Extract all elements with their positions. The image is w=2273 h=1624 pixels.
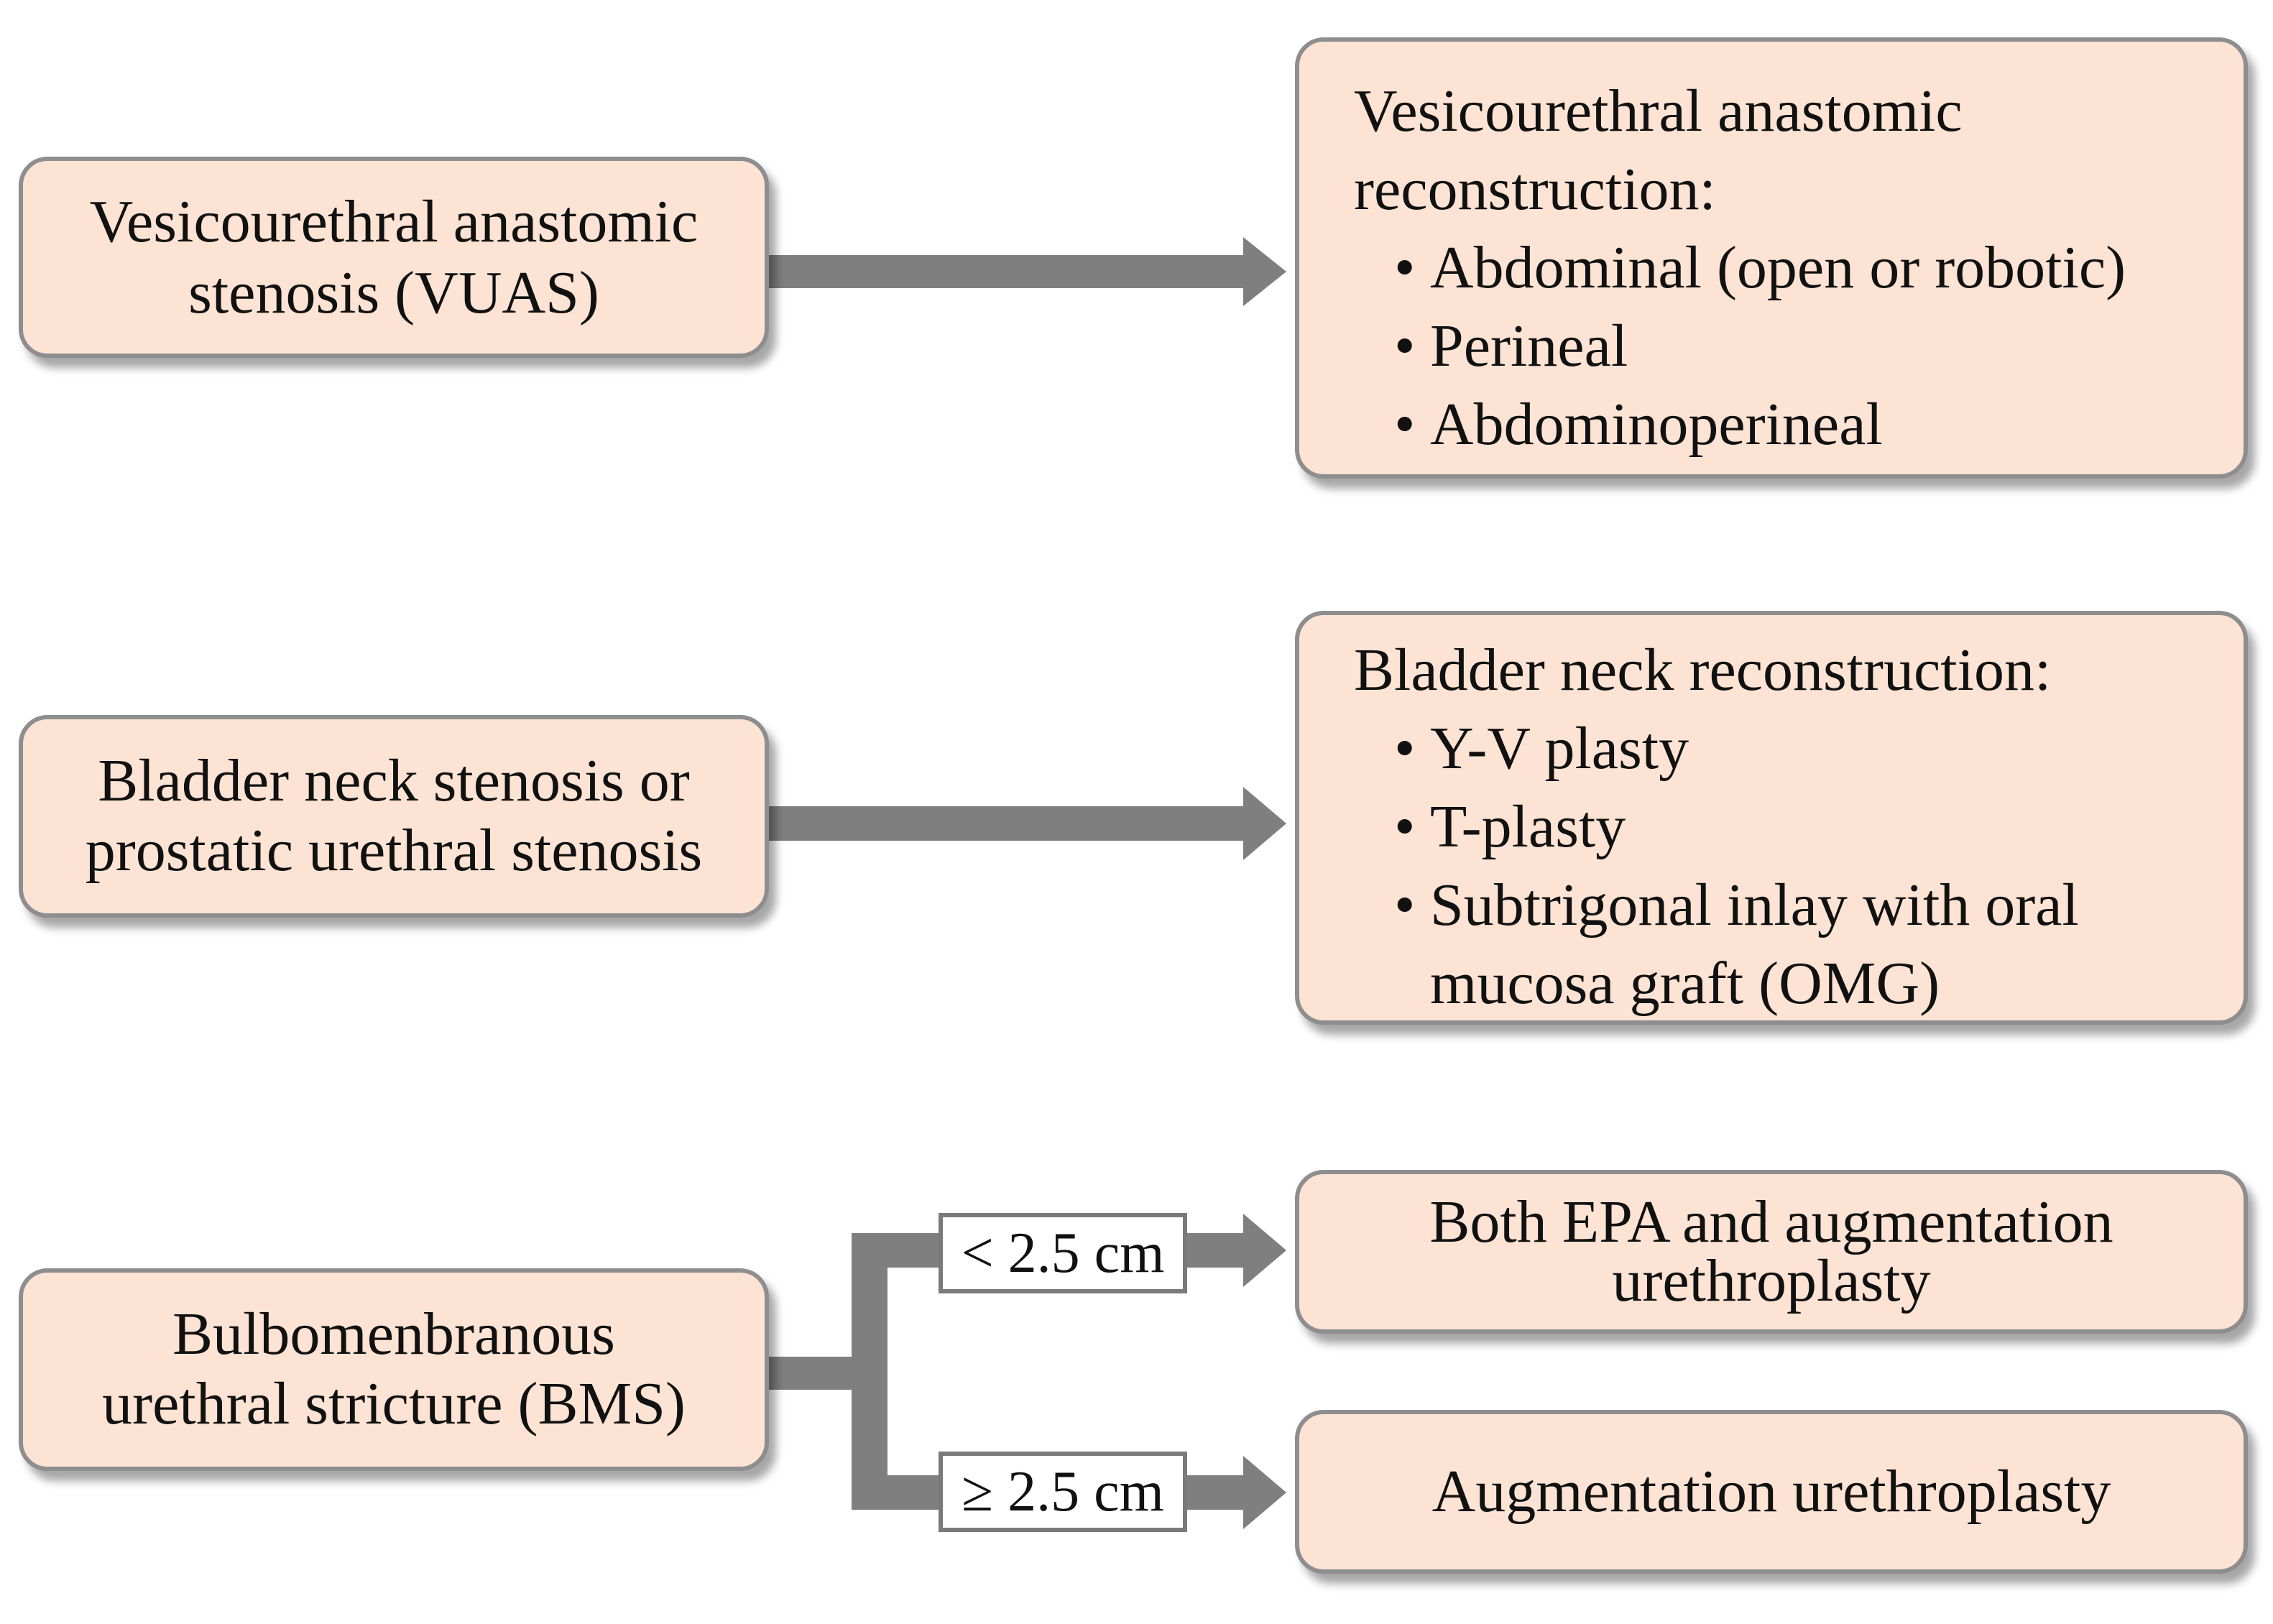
bms-long-treatment-box: Augmentation urethroplasty <box>1295 1410 2248 1574</box>
vuas-treatment-list: •Abdominal (open or robotic) •Perineal •… <box>1354 229 2200 463</box>
vuas-treatment-box: Vesicourethral anastomic reconstruction:… <box>1295 37 2248 479</box>
vuas-treatment-heading-line2: reconstruction: <box>1354 156 1716 223</box>
vuas-condition-label: Vesicourethral anastomic stenosis (VUAS) <box>90 186 699 328</box>
list-item: •Perineal <box>1394 307 2200 385</box>
arrow-bns <box>769 787 1286 860</box>
vuas-treatment-heading: Vesicourethral anastomic reconstruction: <box>1354 72 2200 229</box>
vuas-condition-box: Vesicourethral anastomic stenosis (VUAS) <box>19 157 769 358</box>
bullet-icon: • <box>1394 715 1416 782</box>
bns-treatment-list: •Y-V plasty •T-plasty •Subtrigonal inlay… <box>1354 709 2200 1023</box>
list-item: •Abdominoperineal <box>1394 385 2200 463</box>
list-item: •Y-V plasty <box>1394 709 2200 788</box>
bms-short-treatment-line2: urethroplasty <box>1612 1247 1931 1314</box>
length-long-label: ≥ 2.5 cm <box>939 1452 1187 1532</box>
bms-short-treatment-box: Both EPA and augmentation urethroplasty <box>1295 1170 2248 1334</box>
bms-long-treatment-label: Augmentation urethroplasty <box>1431 1458 2111 1526</box>
bns-treatment-box: Bladder neck reconstruction: •Y-V plasty… <box>1295 611 2248 1025</box>
bms-condition-line1: Bulbomenbranous <box>172 1301 615 1368</box>
bms-short-treatment-line1: Both EPA and augmentation <box>1429 1188 2113 1255</box>
vuas-treatment-item: Abdominal (open or robotic) <box>1430 234 2126 301</box>
vuas-treatment-item: Abdominoperineal <box>1430 391 1883 458</box>
bns-condition-line2: prostatic urethral stenosis <box>85 817 703 884</box>
bns-treatment-item: Subtrigonal inlay with oral <box>1430 872 2079 938</box>
bms-condition-line2: urethral stricture (BMS) <box>102 1370 686 1437</box>
bms-condition-label: Bulbomenbranous urethral stricture (BMS) <box>102 1300 686 1439</box>
bullet-icon: • <box>1394 234 1416 301</box>
arrow-bms-stem <box>769 1357 859 1390</box>
vuas-condition-line2: stenosis (VUAS) <box>188 259 599 326</box>
vuas-condition-line1: Vesicourethral anastomic <box>89 188 699 255</box>
list-item: •T-plasty <box>1394 788 2200 866</box>
list-item: •Abdominal (open or robotic) <box>1394 229 2200 307</box>
bullet-icon: • <box>1394 793 1416 860</box>
length-short-label: < 2.5 cm <box>939 1213 1187 1293</box>
bns-treatment-item-continuation: mucosa graft (OMG) <box>1430 950 1940 1017</box>
bns-treatment-item: Y-V plasty <box>1430 715 1689 782</box>
arrow-bms-vertical <box>852 1233 887 1510</box>
bms-condition-box: Bulbomenbranous urethral stricture (BMS) <box>19 1268 769 1471</box>
bullet-icon: • <box>1394 391 1416 458</box>
bns-condition-line1: Bladder neck stenosis or <box>98 747 690 815</box>
bns-treatment-item: T-plasty <box>1430 793 1626 860</box>
bms-short-treatment-label: Both EPA and augmentation urethroplasty <box>1429 1191 2113 1314</box>
bns-condition-box: Bladder neck stenosis or prostatic ureth… <box>19 715 769 918</box>
bns-treatment-heading: Bladder neck reconstruction: <box>1354 637 2052 703</box>
bns-condition-label: Bladder neck stenosis or prostatic ureth… <box>86 747 702 885</box>
bullet-icon: • <box>1394 313 1416 379</box>
arrow-vuas <box>769 237 1286 306</box>
vuas-treatment-item: Perineal <box>1430 313 1628 379</box>
bullet-icon: • <box>1394 872 1416 938</box>
vuas-treatment-heading-line1: Vesicourethral anastomic <box>1354 78 1963 144</box>
list-item: •Subtrigonal inlay with oral mucosa graft… <box>1394 866 2200 1023</box>
